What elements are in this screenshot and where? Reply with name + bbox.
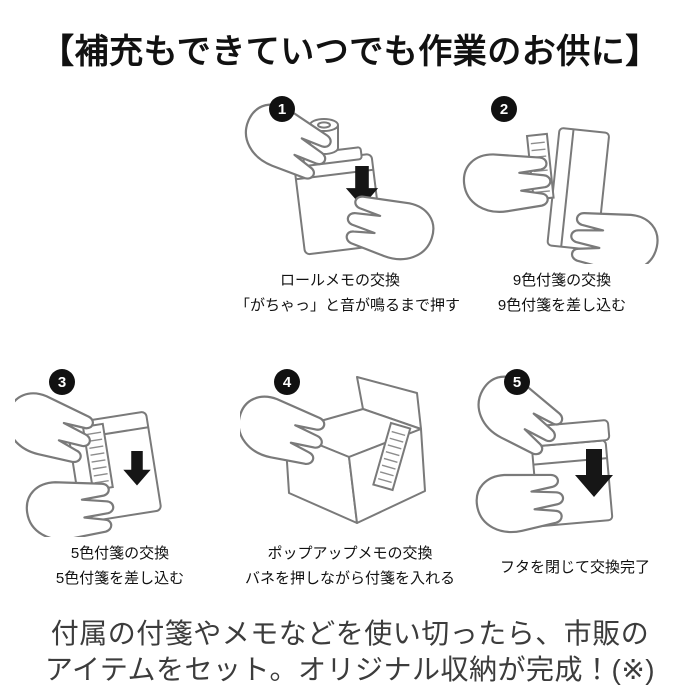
hand-icon — [471, 464, 569, 537]
step-5-captions: フタを閉じて交換完了 — [470, 555, 680, 580]
step-caption: バネを押しながら付箋を入れる — [244, 570, 455, 587]
step-1-roll-memo-illustration — [235, 95, 442, 264]
page-title: 【補充もできていつでも作業のお供に】 — [40, 33, 660, 71]
hand-icon — [460, 147, 555, 217]
step-caption: ロールメモの交換 — [279, 272, 400, 289]
step-2-captions: 9色付箋の交換 9色付箋を差し込む — [457, 268, 667, 318]
step-4-captions: ポップアップメモの交換 バネを押しながら付箋を入れる — [240, 541, 460, 591]
step-5: 5 フタを閉じて交換完了 — [470, 365, 680, 580]
step-3-captions: 5色付箋の交換 5色付箋を差し込む — [15, 541, 225, 591]
step-caption: ポップアップメモの交換 — [267, 545, 433, 562]
step-5-close-lid-illustration — [470, 366, 614, 537]
step-2-sticky-notes-illustration — [460, 127, 664, 264]
step-caption: 5色付箋を差し込む — [55, 570, 185, 587]
step-3-sticky-notes-illustration — [15, 386, 162, 537]
step-3-number-badge: 3 — [49, 369, 75, 395]
step-3: 3 5色付箋の交換 5色付箋を差し込む — [15, 365, 225, 591]
step-caption: 「がちゃっ」と音が鳴るまで押す — [235, 297, 461, 314]
step-4: 4 ポップアップメモの交換 バネを押しながら付箋を入れる — [240, 365, 460, 591]
footer-note: 付属の付箋やメモなどを使い切ったら、市販の アイテムをセット。オリジナル収納が完… — [0, 616, 700, 688]
step-4-number-badge: 4 — [274, 369, 300, 395]
step-1-number-badge: 1 — [269, 96, 295, 122]
step-1: 1 ロールメモの交換 「がちゃっ」と音が鳴るまで押す — [235, 92, 461, 318]
step-1-captions: ロールメモの交換 「がちゃっ」と音が鳴るまで押す — [235, 268, 461, 318]
footer-line: アイテムをセット。オリジナル収納が完成！(※) — [44, 654, 656, 685]
step-2: 2 9色付箋の交換 9色付箋を差し込む — [457, 92, 667, 318]
hand-icon — [22, 473, 118, 537]
footer-line: 付属の付箋やメモなどを使い切ったら、市販の — [50, 618, 650, 649]
step-4-popup-memo-illustration — [240, 376, 426, 524]
step-caption: 9色付箋を差し込む — [497, 297, 627, 314]
step-caption: 5色付箋の交換 — [70, 545, 170, 562]
step-2-number-badge: 2 — [491, 96, 517, 122]
step-caption: フタを閉じて交換完了 — [499, 559, 650, 576]
step-caption: 9色付箋の交換 — [512, 272, 612, 289]
step-5-number-badge: 5 — [504, 369, 530, 395]
